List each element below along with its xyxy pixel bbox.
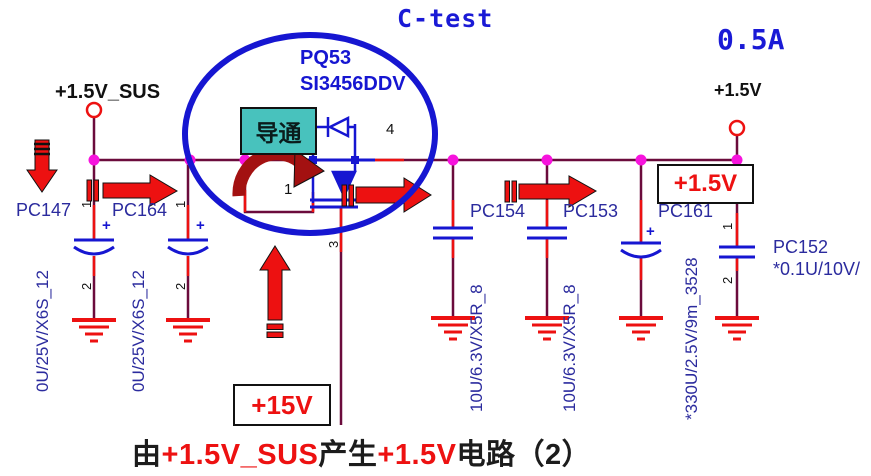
transistor-ref: PQ53 [300, 47, 352, 69]
cap-value-pc164: 0U/25V/X6S_12 [129, 270, 148, 392]
pin-top-pc147: 1 [79, 200, 94, 208]
cap-value-pc152: *0.1U/10V/ [773, 259, 861, 279]
output-voltage-callout: +1.5V [657, 164, 754, 204]
ground-symbols [72, 316, 759, 343]
cap-ref-pc154: PC154 [470, 201, 526, 221]
polarity-plus-pc161: + [646, 223, 655, 240]
output-voltage-text: +1.5V [673, 170, 738, 197]
pin-bottom-pc152: 2 [720, 276, 735, 284]
cap-value-pc153: 10U/6.3V/X5R_8 [560, 284, 579, 412]
cap-ref-pc147: PC147 [16, 200, 72, 220]
caption-seg-2: +1.5V_SUS [161, 439, 319, 471]
cap-value-pc154: 10U/6.3V/X5R_8 [467, 284, 486, 412]
pin-bottom-pc164: 2 [173, 282, 188, 290]
pin-bottom-pc147: 2 [79, 282, 94, 290]
cap-value-pc147: 0U/25V/X6S_12 [33, 270, 52, 392]
gate-drive-text: +15V [251, 389, 313, 420]
cap-value-pc161: *330U/2.5V/9m_3528 [682, 257, 701, 420]
junction-dots [88, 154, 743, 166]
net-terminals [85, 101, 746, 137]
polarity-plus-pc147: + [102, 217, 111, 234]
caption-seg-4: +1.5V [377, 439, 457, 471]
capacitor-symbols [73, 226, 755, 259]
current-rating-label: 0.5A [717, 23, 785, 56]
cap-ref-pc161: PC161 [658, 201, 714, 221]
cap-ref-pc164: PC164 [112, 200, 168, 220]
test-point-label: C-test [397, 4, 494, 33]
state-callout-box: 导通 [240, 107, 317, 155]
net-label-source: +1.5V_SUS [55, 81, 161, 103]
caption-seg-1: 由 [132, 439, 162, 471]
net-label-output: +1.5V [714, 80, 762, 100]
slide-caption: 由+1.5V_SUS产生+1.5V电路（2） [132, 431, 591, 473]
transistor-part-number: SI3456DDV [300, 73, 406, 95]
state-label: 导通 [255, 120, 302, 146]
pin-number-gate-down: 3 [326, 240, 341, 248]
pin-number-drain: 4 [386, 121, 395, 138]
cap-ref-pc153: PC153 [563, 201, 619, 221]
cap-ref-pc152: PC152 [773, 237, 829, 257]
mosfet-symbol [308, 115, 375, 209]
gate-drive-callout: +15V [233, 384, 331, 426]
caption-seg-5: 电路（2） [456, 439, 592, 471]
highlight-ellipse [182, 32, 438, 236]
pin-top-pc152: 1 [720, 222, 735, 230]
arch-arrow [232, 147, 325, 197]
pin-number-gate-loop: 1 [284, 181, 293, 198]
caption-seg-3: 产生 [318, 439, 378, 471]
pin-top-pc164: 1 [173, 200, 188, 208]
polarity-plus-pc164: + [196, 217, 205, 234]
